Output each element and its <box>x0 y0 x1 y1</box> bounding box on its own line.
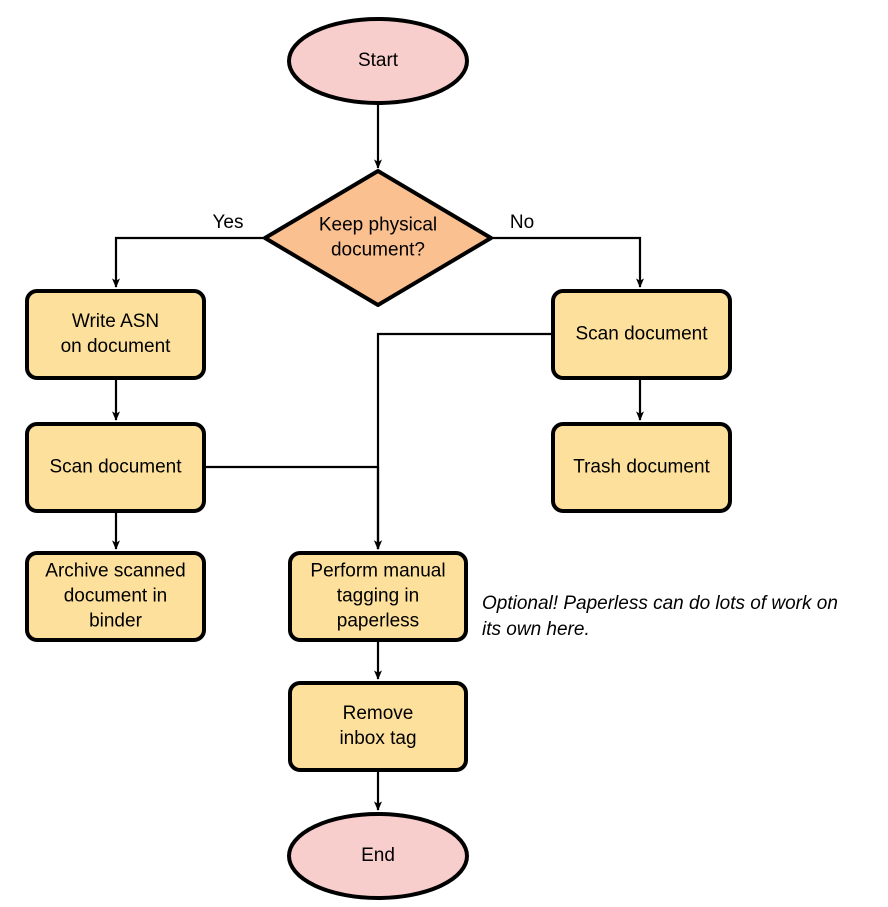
edge-labels-layer: Yes No <box>213 212 535 233</box>
node-trash[interactable]: Trash document <box>551 422 732 513</box>
decision-shape <box>263 169 493 307</box>
node-label: Trash document <box>573 457 710 478</box>
flow-connector <box>491 236 644 288</box>
flow-connector <box>204 465 382 550</box>
edge-label-no: No <box>510 212 534 233</box>
node-scan-left[interactable]: Scan document <box>25 422 206 513</box>
node-start[interactable]: Start <box>287 17 469 105</box>
node-scan-right[interactable]: Scan document <box>551 289 732 380</box>
terminator-shape <box>287 812 469 900</box>
node-label: End <box>361 845 395 866</box>
process-shape <box>551 422 732 513</box>
annotations-layer: Optional! Paperless can do lots of work … <box>482 593 838 640</box>
node-label: Scan document <box>49 457 182 478</box>
process-shape <box>288 681 468 772</box>
process-shape <box>25 551 206 642</box>
node-label: Scan document <box>575 324 708 345</box>
process-shape <box>551 289 732 380</box>
edge-label-yes: Yes <box>213 212 244 233</box>
process-shape <box>25 289 206 380</box>
process-shape <box>25 422 206 513</box>
flow-connector <box>112 236 265 288</box>
node-end[interactable]: End <box>287 812 469 900</box>
node-label: Start <box>358 50 399 71</box>
annotation-optional-note: Optional! Paperless can do lots of work … <box>482 593 838 640</box>
process-shape <box>288 551 468 642</box>
edges-layer <box>112 103 644 811</box>
flow-connector <box>374 332 553 550</box>
terminator-shape <box>287 17 469 105</box>
